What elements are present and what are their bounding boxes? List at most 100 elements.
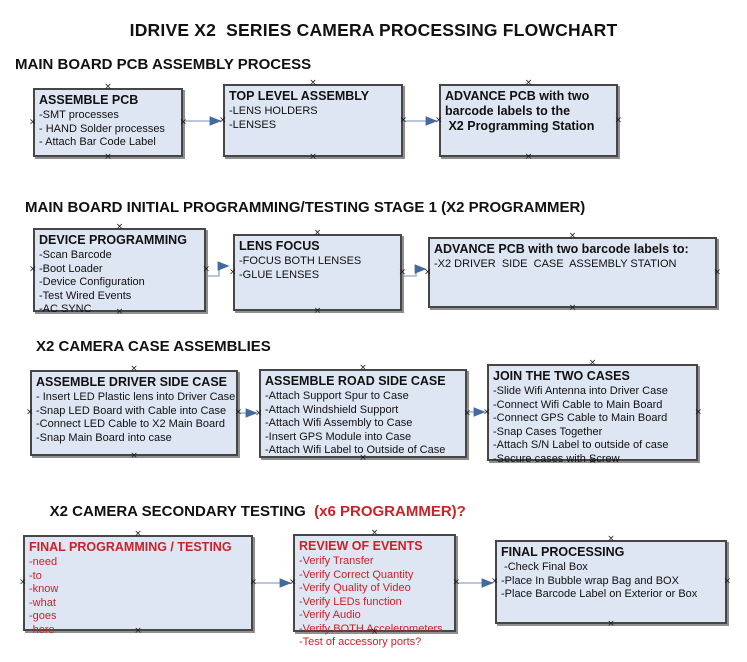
connector-anchor-icon: × [219,115,227,125]
box-title: ASSEMBLE PCB [39,93,139,107]
connector-anchor-icon: × [130,364,138,374]
box-line: -GLUE LENSES [239,268,320,281]
flow-box-assemble-pcb: ASSEMBLE PCB -SMT processes- HAND Solder… [29,83,187,162]
connector-anchor-icon: × [234,407,242,418]
connector-anchor-icon: × [309,78,317,88]
connector-anchor-icon: × [104,152,112,162]
box-line: -Snap Cases Together [493,425,603,438]
box-line: -what [29,596,56,609]
connector-anchor-icon: × [607,619,615,629]
box-line: -Verify Correct Quantity [299,568,414,581]
flow-arrow [207,261,230,277]
heading-red-note: (x6 PROGRAMMER)? [314,503,466,520]
flow-box-advance-pcb-programming-station: ADVANCE PCB with two barcode labels to t… [435,79,622,162]
box-line: -Connect Wifi Cable to Main Board [493,398,663,411]
box-title: TOP LEVEL ASSEMBLY [229,89,370,103]
box-line: - Insert LED Plastic lens into Driver Ca… [36,391,236,403]
box-line: -X2 DRIVER SIDE CASE ASSEMBLY STATION [434,258,677,270]
connector-anchor-icon: × [134,529,142,539]
connector-anchor-icon: × [370,528,379,538]
box-title: FINAL PROGRAMMING / TESTING [29,540,232,554]
connector-anchor-icon: × [463,408,471,418]
connector-anchor-icon: × [723,576,731,587]
section-heading-case-assemblies: X2 CAMERA CASE ASSEMBLIES [36,338,271,355]
box-title: JOIN THE TWO CASES [493,369,630,383]
box-title: ASSEMBLE ROAD SIDE CASE [265,374,446,388]
box-line: -Attach S/N Label to outside of case [493,439,669,451]
connector-anchor-icon: × [524,152,533,162]
box-line: -Connect LED Cable to X2 Main Board [36,418,225,430]
box-line: -Attach Support Spur to Case [265,390,409,402]
box-line: -LENS HOLDERS [229,105,318,117]
box-line: -need [29,556,58,568]
connector-anchor-icon: × [491,576,499,587]
box-line: -here [29,623,55,636]
box-line: -Attach Windshield Support [265,403,399,416]
connector-anchor-icon: × [483,407,491,417]
flow-arrow [404,264,427,277]
box-title: FINAL PROCESSING [501,545,625,559]
connector-anchor-icon: × [255,408,263,418]
connector-anchor-icon: × [26,407,34,418]
connector-anchor-icon: × [309,152,317,162]
box-line: -LENSES [229,118,277,131]
box-line: -Snap Main Board into case [36,431,172,444]
connector-anchor-icon: × [19,577,27,588]
connector-anchor-icon: × [115,307,124,317]
box-line: -Connect GPS Cable to Main Board [493,412,668,424]
connector-anchor-icon: × [29,264,37,275]
box-lines: -Check Final Box-Place In Bubble wrap Ba… [501,561,721,602]
heading-black-part: X2 CAMERA SECONDARY TESTING [49,503,315,520]
box-line: -Attach Wifi Label to Outside of Case [265,444,446,456]
connector-anchor-icon: × [694,407,702,417]
box-line: -Verify Quality of Video [299,582,411,594]
connector-anchor-icon: × [607,534,615,544]
connector-anchor-icon: × [29,117,37,127]
connector-anchor-icon: × [313,306,322,316]
box-title: LENS FOCUS [239,239,320,253]
box-line: -Verify LEDs function [299,595,402,608]
box-lines: -SMT processes- HAND Solder processes- A… [39,109,177,150]
connector-anchor-icon: × [202,264,210,275]
box-lines: - Insert LED Plastic lens into Driver Ca… [36,391,236,445]
box-line: -Attach Wifi Assembly to Case [265,417,413,429]
box-line: -SMT processes [39,109,119,121]
box-line: -Slide Wifi Antenna into Driver Case [493,385,668,397]
connector-anchor-icon: × [424,267,432,277]
connector-anchor-icon: × [249,577,257,588]
flow-box-lens-focus: LENS FOCUS -FOCUS BOTH LENSES-GLUE LENSE… [229,229,406,316]
box-line: -AC SYNC [39,303,92,315]
connector-anchor-icon: × [713,267,721,277]
connector-anchor-icon: × [588,456,597,466]
box-line: - Attach Bar Code Label [39,136,156,148]
box-title: ASSEMBLE DRIVER SIDE CASE [36,375,228,389]
box-lines: -Verify Transfer-Verify Correct Quantity… [299,555,450,650]
box-lines: -Slide Wifi Antenna into Driver Case-Con… [493,385,692,466]
section-heading-initial-programming: MAIN BOARD INITIAL PROGRAMMING/TESTING S… [25,199,586,216]
box-line: -to [29,569,42,582]
connector-anchor-icon: × [313,228,322,238]
box-line: -Test Wired Events [39,289,132,302]
box-lines: -need-to-know-what-goes-here [29,556,247,637]
flow-box-assemble-road-side-case: ASSEMBLE ROAD SIDE CASE -Attach Support … [255,364,471,463]
connector-anchor-icon: × [398,267,406,277]
section-heading-pcb-assembly: MAIN BOARD PCB ASSEMBLY PROCESS [15,56,312,73]
flow-box-advance-pcb-driver-side: ADVANCE PCB with two barcode labels to: … [424,232,721,313]
box-line: - HAND Solder processes [39,122,165,135]
connector-anchor-icon: × [568,231,577,241]
box-line: -Boot Loader [39,262,103,275]
connector-anchor-icon: × [370,627,379,637]
flow-box-device-programming: DEVICE PROGRAMMING -Scan Barcode-Boot Lo… [29,223,210,317]
flow-box-final-processing: FINAL PROCESSING -Check Final Box-Place … [491,535,731,629]
box-line: -Place In Bubble wrap Bag and BOX [501,574,679,587]
connector-anchor-icon: × [115,222,124,232]
box-lines: -Scan Barcode-Boot Loader-Device Configu… [39,249,200,317]
connector-anchor-icon: × [588,358,597,368]
flow-box-assemble-driver-side-case: ASSEMBLE DRIVER SIDE CASE - Insert LED P… [26,365,242,461]
box-line: -Snap LED Board with Cable into Case [36,404,227,417]
box-title: DEVICE PROGRAMMING [39,233,187,247]
box-line: -Secure cases with Screw [493,452,620,465]
box-line: -Verify BOTH Accelerometers [299,622,443,635]
section-heading-secondary-testing: X2 CAMERA SECONDARY TESTING (x6 PROGRAMM… [33,486,466,537]
